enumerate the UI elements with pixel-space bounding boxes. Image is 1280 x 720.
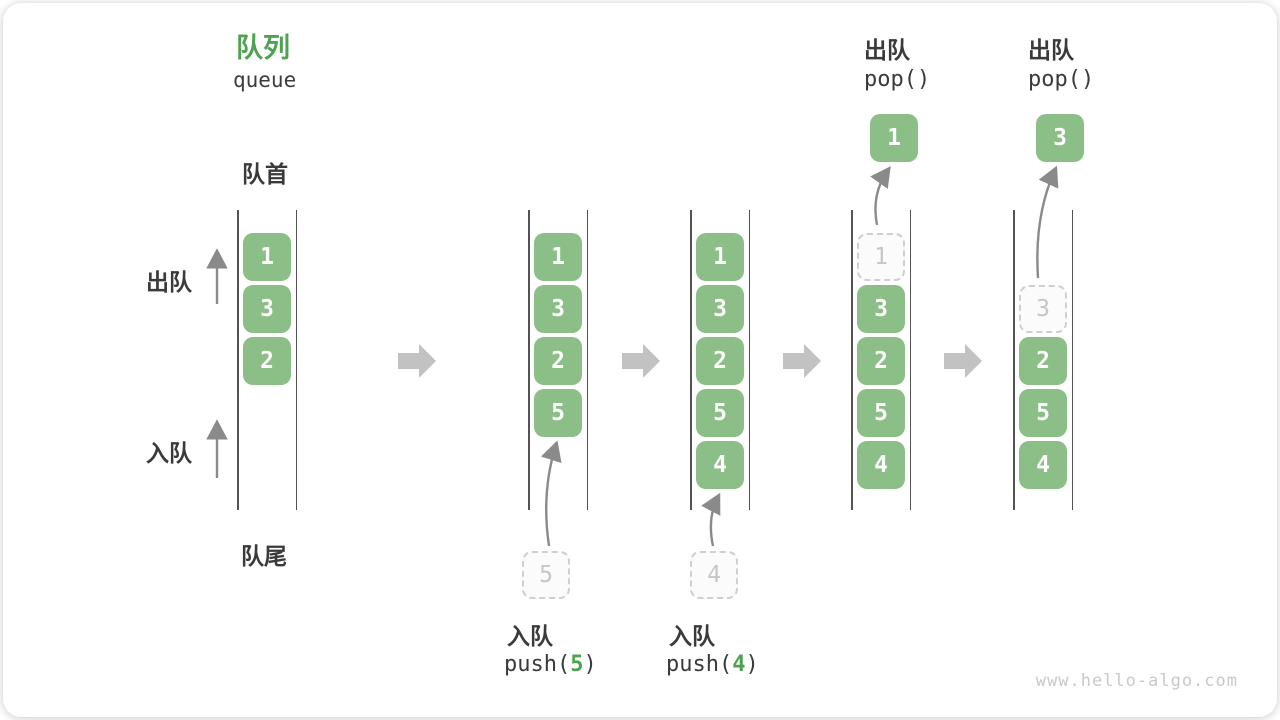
queue-cell: 2	[534, 337, 582, 385]
queue-front-label: 队首	[242, 162, 288, 188]
queue-wall-left	[528, 210, 530, 510]
queue-cell: 4	[696, 441, 744, 489]
queue-cell: 4	[857, 441, 905, 489]
queue-cell: 5	[696, 389, 744, 437]
queue-wall-right	[909, 210, 911, 510]
state-transition-arrow-icon	[944, 344, 982, 378]
queue-cell: 2	[857, 337, 905, 385]
dequeue-op-label: 出队	[864, 38, 910, 64]
queue-rear-label: 队尾	[241, 544, 287, 570]
queue-wall-right	[748, 210, 750, 510]
staged-value-box: 5	[522, 551, 570, 599]
state-transition-arrow-icon	[783, 344, 821, 378]
queue-cell: 4	[1019, 441, 1067, 489]
enqueue-op-code: push(5)	[504, 652, 597, 677]
queue-wall-right	[586, 210, 588, 510]
queue-wall-left	[1013, 210, 1015, 510]
queue-wall-right	[1071, 210, 1073, 510]
staged-value-box: 4	[690, 551, 738, 599]
queue-cell: 3	[696, 285, 744, 333]
dequeue-op-code: pop()	[864, 67, 931, 92]
enqueue-side-label: 入队	[146, 441, 192, 467]
queue-wall-right	[295, 210, 297, 510]
dequeue-op-label: 出队	[1028, 38, 1074, 64]
popped-value-box: 1	[870, 114, 918, 162]
queue-cell: 2	[243, 337, 291, 385]
state-transition-arrow-icon	[398, 344, 436, 378]
dequeue-op-code: pop()	[1028, 67, 1095, 92]
queue-cell: 5	[857, 389, 905, 437]
push-arg-value: 4	[732, 652, 746, 677]
queue-wall-left	[690, 210, 692, 510]
queue-cell: 3	[857, 285, 905, 333]
queue-cell: 1	[534, 233, 582, 281]
enqueue-op-label: 入队	[507, 624, 553, 650]
queue-cell: 3	[243, 285, 291, 333]
queue-cell: 5	[1019, 389, 1067, 437]
queue-cell: 1	[243, 233, 291, 281]
diagram-title-en: queue	[233, 68, 297, 92]
queue-cell: 5	[534, 389, 582, 437]
queue-cell: 2	[696, 337, 744, 385]
dequeued-slot: 1	[857, 233, 905, 281]
queue-wall-left	[851, 210, 853, 510]
diagram-title-zh: 队列	[236, 33, 290, 64]
dequeue-side-label: 出队	[146, 270, 192, 296]
queue-wall-left	[237, 210, 239, 510]
enqueue-op-code: push(4)	[666, 652, 759, 677]
enqueue-op-label: 入队	[669, 624, 715, 650]
push-arg-value: 5	[570, 652, 584, 677]
queue-cell: 2	[1019, 337, 1067, 385]
watermark: www.hello-algo.com	[1035, 671, 1238, 691]
queue-cell: 1	[696, 233, 744, 281]
dequeued-slot: 3	[1019, 285, 1067, 333]
queue-cell: 3	[534, 285, 582, 333]
popped-value-box: 3	[1036, 114, 1084, 162]
state-transition-arrow-icon	[622, 344, 660, 378]
